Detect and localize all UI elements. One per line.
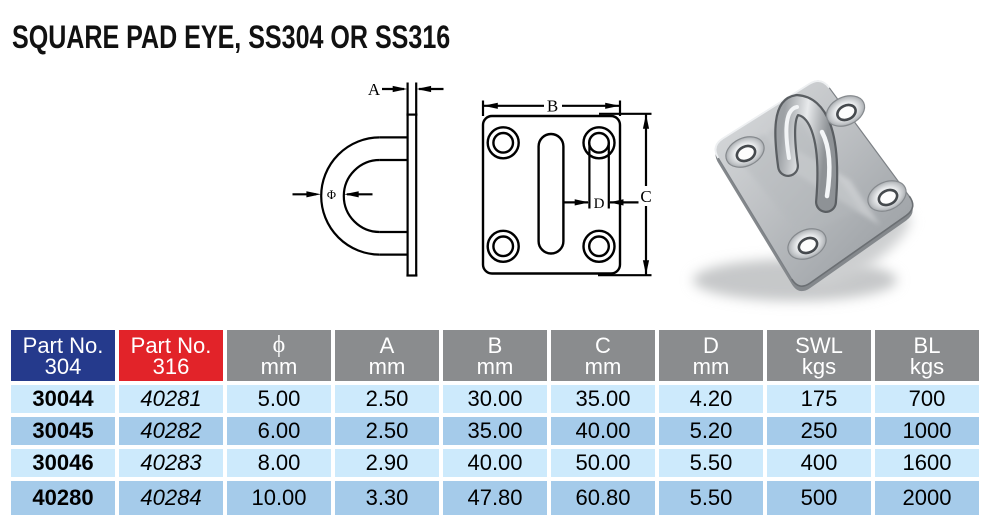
- svg-text:D: D: [594, 196, 605, 212]
- svg-text:B: B: [547, 97, 558, 116]
- svg-text:Φ: Φ: [327, 188, 336, 202]
- svg-text:C: C: [640, 187, 651, 206]
- svg-text:A: A: [368, 80, 381, 99]
